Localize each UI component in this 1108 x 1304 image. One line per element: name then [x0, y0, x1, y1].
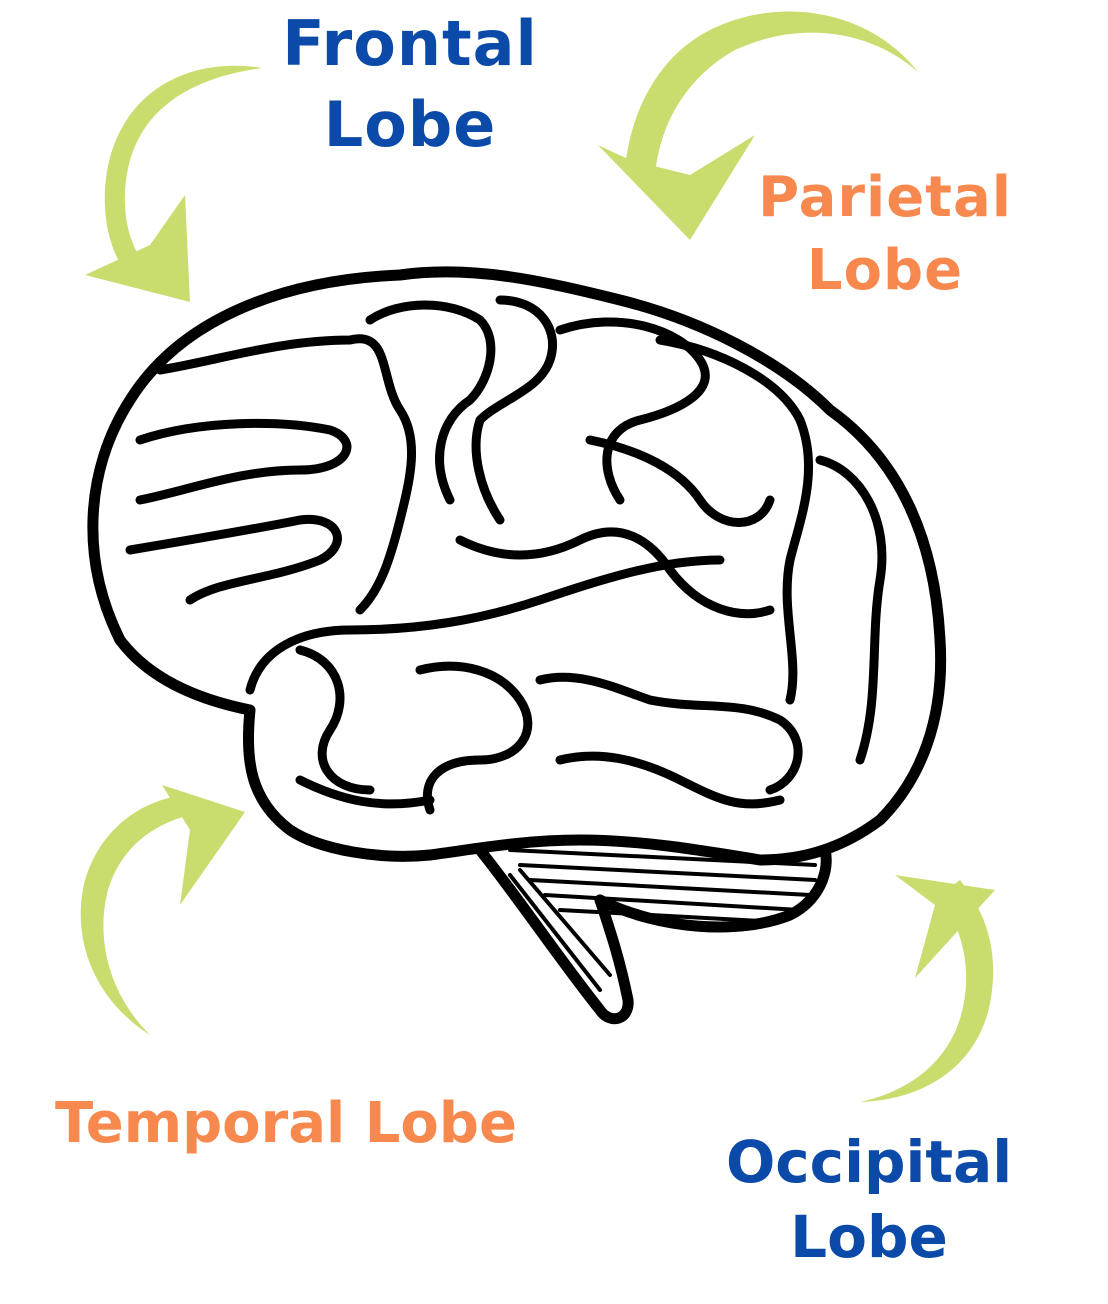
temporal-lobe-label: Temporal Lobe [55, 1091, 517, 1156]
arrow-frontal [85, 65, 262, 302]
parietal-label-line2: Lobe [806, 237, 964, 303]
parietal-label-line1: Parietal [758, 165, 1012, 230]
occipital-lobe-label: Occipital Lobe [726, 1125, 1012, 1276]
arrow-temporal [80, 785, 245, 1035]
frontal-label-line2: Lobe [323, 87, 497, 161]
brain-illustration [87, 266, 947, 1025]
arrow-occipital [860, 875, 995, 1102]
occipital-label-line1: Occipital [726, 1128, 1013, 1196]
arrow-parietal [598, 11, 918, 240]
arrows [80, 11, 995, 1102]
parietal-lobe-label: Parietal Lobe [758, 162, 1012, 308]
cerebellum-lines [508, 848, 817, 992]
brain-folds [125, 295, 887, 815]
frontal-label-line1: Frontal [282, 7, 538, 80]
occipital-label-line2: Lobe [790, 1203, 948, 1272]
frontal-lobe-label: Frontal Lobe [280, 4, 540, 165]
